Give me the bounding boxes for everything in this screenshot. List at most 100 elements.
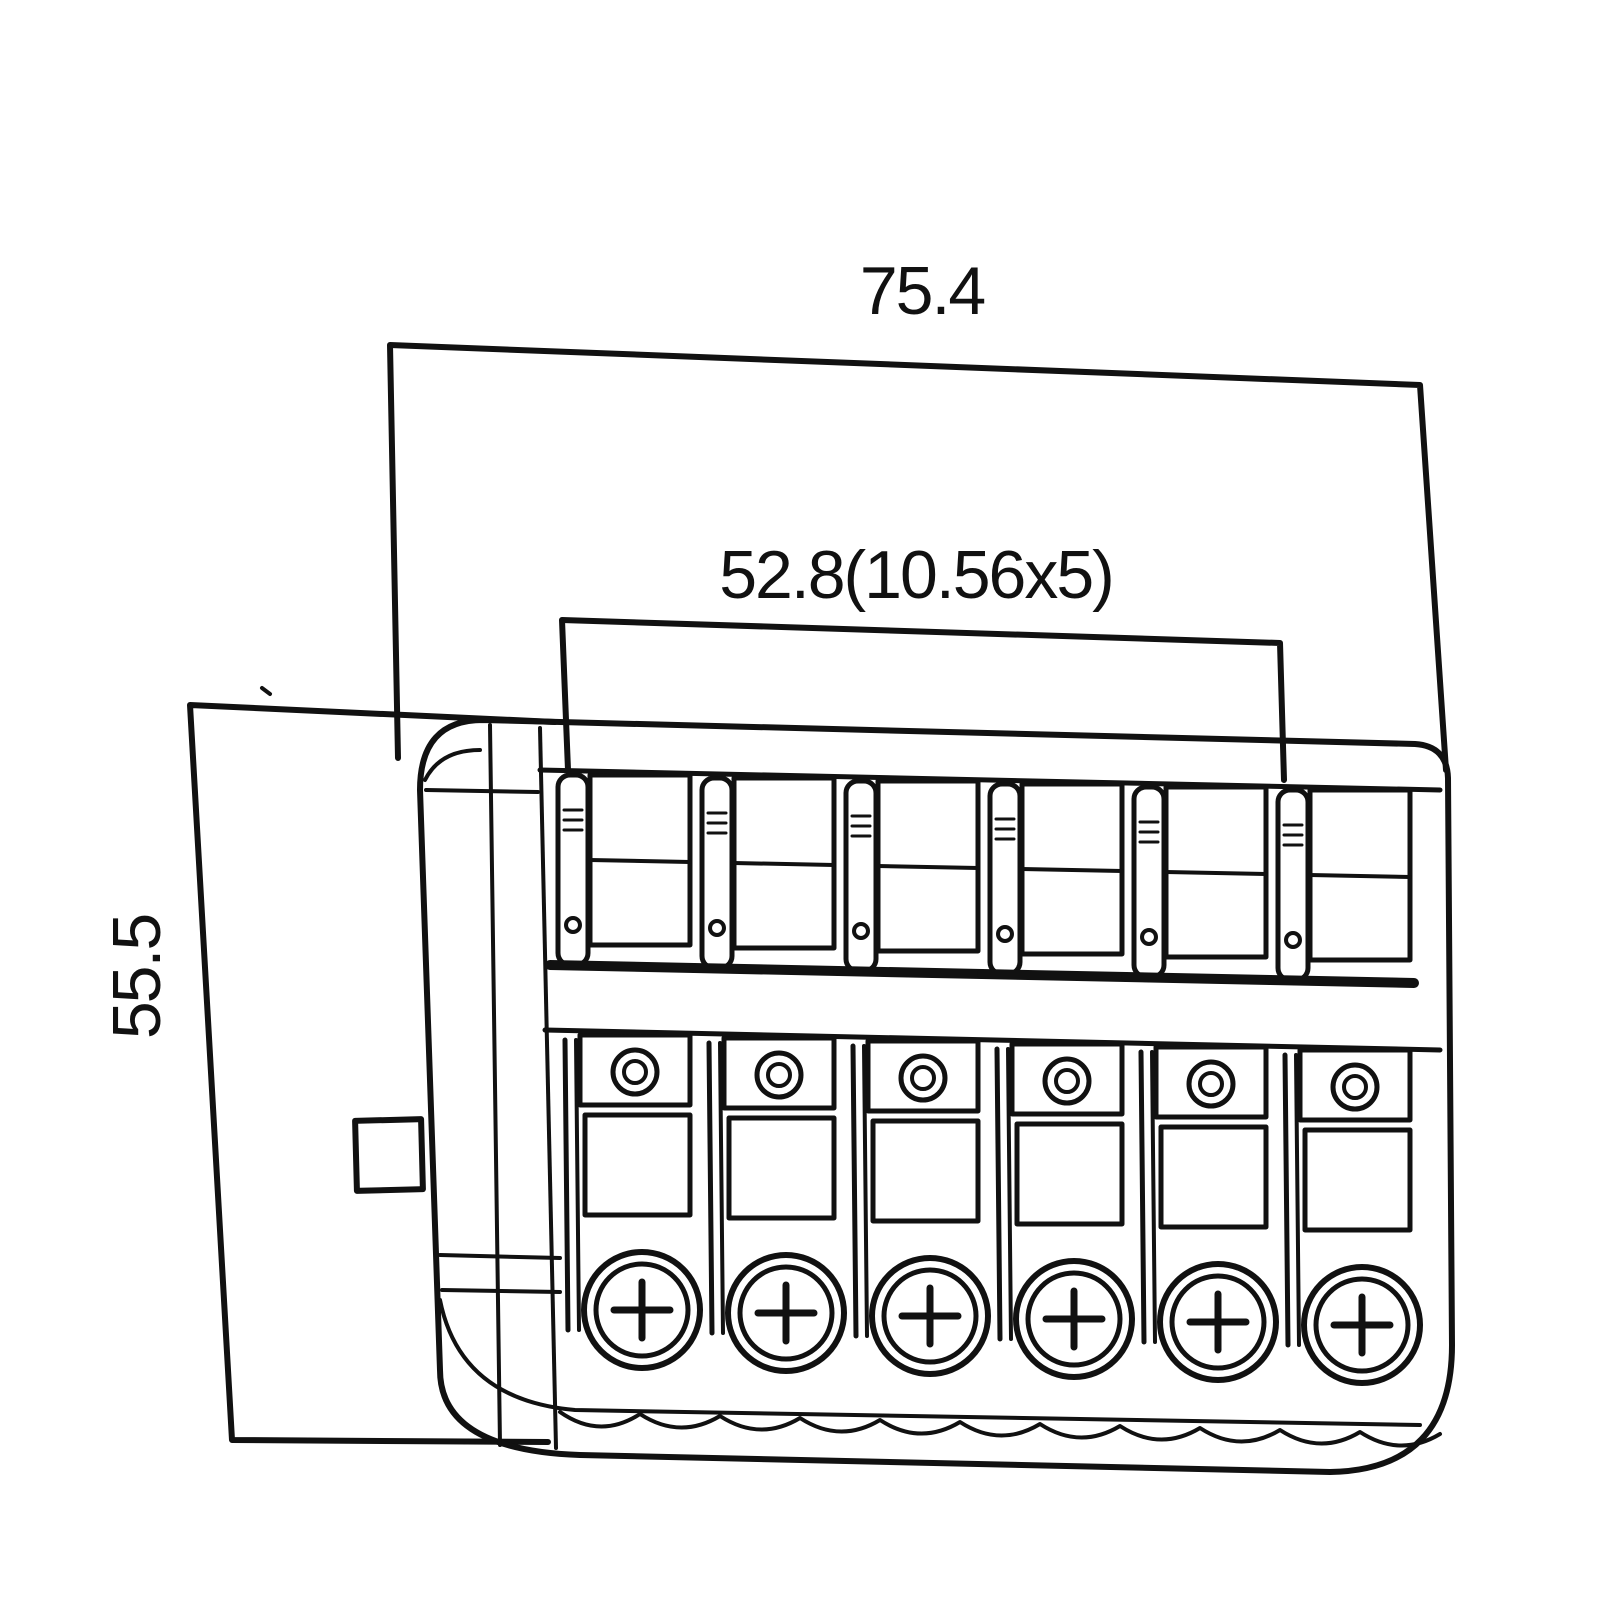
body-line-5 bbox=[440, 1288, 562, 1294]
height-screw-outer bbox=[1042, 1056, 1092, 1106]
saddle-side-rail bbox=[562, 1037, 571, 1333]
intonation-screw-rim bbox=[1025, 1270, 1123, 1368]
height-screw-outer bbox=[1186, 1059, 1236, 1109]
height-screw-inner bbox=[910, 1065, 936, 1091]
intonation-screw-rim bbox=[737, 1264, 835, 1362]
saddle-band bbox=[689, 963, 843, 976]
height-screw-inner bbox=[766, 1062, 792, 1088]
height-screw-inner bbox=[1054, 1068, 1080, 1094]
saddle-side-rail-2 bbox=[718, 1041, 725, 1335]
string-slot bbox=[987, 781, 1023, 977]
slot-hole bbox=[564, 916, 582, 934]
saddle bbox=[1121, 784, 1279, 1383]
string-slot bbox=[843, 778, 879, 974]
intonation-screw-cross bbox=[754, 1281, 818, 1345]
height-screw-outer bbox=[754, 1050, 804, 1100]
slot-hole bbox=[996, 925, 1014, 943]
height-screw-outer bbox=[1330, 1062, 1380, 1112]
saddle-lower-block bbox=[870, 1118, 981, 1224]
saddle-lower-block bbox=[1158, 1124, 1269, 1230]
length-dimension: 55.5 bbox=[99, 702, 558, 1445]
height-screw-inner bbox=[1342, 1074, 1368, 1100]
string-slot bbox=[699, 775, 735, 971]
height-screw-inner bbox=[622, 1059, 648, 1085]
bridge-body bbox=[352, 717, 1455, 1475]
width-dimension: 75.4 bbox=[387, 253, 1449, 773]
saddle-lower-block bbox=[1302, 1127, 1413, 1233]
body-line-4 bbox=[438, 1253, 562, 1260]
saddle-lower-block bbox=[1014, 1121, 1125, 1227]
saddle-side-rail-2 bbox=[574, 1038, 581, 1332]
bridge-plate-inner-edge bbox=[423, 748, 1422, 1427]
saddle-side-rail-2 bbox=[1150, 1050, 1157, 1344]
saddle-top-divider bbox=[732, 861, 836, 867]
intonation-screw-cross bbox=[1330, 1293, 1394, 1357]
height-screw-outer bbox=[610, 1047, 660, 1097]
intonation-screw-head bbox=[1301, 1264, 1423, 1386]
height-screw-outer bbox=[898, 1053, 948, 1103]
intonation-screw-head bbox=[869, 1255, 991, 1377]
width-dimension-label: 75.4 bbox=[860, 253, 985, 329]
bridge-plate-outline bbox=[417, 717, 1455, 1475]
string-spacing-dimension: 52.8(10.56x5) bbox=[559, 537, 1287, 783]
saddle-lower-block bbox=[582, 1112, 693, 1218]
intonation-screw-rim bbox=[1313, 1276, 1411, 1374]
saddle-top-divider bbox=[1164, 870, 1268, 876]
bridge-front-scallop bbox=[558, 1410, 1442, 1448]
intonation-screw-cross bbox=[1042, 1287, 1106, 1351]
saddle bbox=[545, 772, 703, 1371]
saddle-band bbox=[833, 966, 987, 979]
saddle-side-rail bbox=[994, 1046, 1003, 1342]
length-dimension-line bbox=[187, 702, 558, 1445]
saddle bbox=[689, 775, 847, 1374]
saddle-mid-line bbox=[542, 1027, 1443, 1053]
intonation-screw-head bbox=[581, 1249, 703, 1371]
saddle-band bbox=[1265, 975, 1419, 988]
saddle-group bbox=[537, 767, 1443, 1386]
saddle-mid-block bbox=[721, 1035, 837, 1111]
width-dimension-line bbox=[387, 342, 1449, 773]
stray-mark bbox=[260, 686, 272, 696]
slot-hole bbox=[852, 922, 870, 940]
side-screw-tab bbox=[352, 1116, 426, 1194]
intonation-screw-rim bbox=[1169, 1273, 1267, 1371]
saddle-side-rail-2 bbox=[1294, 1053, 1301, 1347]
saddle-top-divider bbox=[876, 864, 980, 870]
saddle-mid-block bbox=[865, 1038, 981, 1114]
slot-hole bbox=[1284, 931, 1302, 949]
intonation-screw-cross bbox=[898, 1284, 962, 1348]
slot-hole bbox=[1140, 928, 1158, 946]
saddle-lower-block bbox=[726, 1115, 837, 1221]
saddle bbox=[833, 778, 991, 1377]
intonation-screw-cross bbox=[610, 1278, 674, 1342]
string-spacing-label: 52.8(10.56x5) bbox=[719, 537, 1113, 613]
slot-hole bbox=[708, 919, 726, 937]
length-dimension-label: 55.5 bbox=[99, 915, 175, 1039]
saddle-band bbox=[1121, 972, 1275, 985]
intonation-screw-head bbox=[725, 1252, 847, 1374]
saddle-side-rail bbox=[1138, 1049, 1147, 1345]
saddle-side-rail-2 bbox=[1006, 1047, 1013, 1341]
intonation-screw-head bbox=[1157, 1261, 1279, 1383]
saddle-side-rail bbox=[1282, 1052, 1291, 1348]
saddle-band bbox=[977, 969, 1131, 982]
intonation-screw-rim bbox=[881, 1267, 979, 1365]
string-slot bbox=[555, 772, 591, 968]
saddle-band bbox=[545, 960, 699, 973]
saddle-side-rail bbox=[850, 1043, 859, 1339]
intonation-screw-head bbox=[1013, 1258, 1135, 1380]
height-screw-inner bbox=[1198, 1071, 1224, 1097]
saddle bbox=[977, 781, 1135, 1380]
string-slot bbox=[1275, 787, 1311, 983]
saddle-side-rail-2 bbox=[862, 1044, 869, 1338]
body-line-1 bbox=[488, 723, 502, 1447]
body-line-3 bbox=[424, 788, 540, 794]
string-spacing-line bbox=[559, 617, 1287, 783]
body-line-2 bbox=[538, 726, 558, 1450]
saddle-top-line bbox=[537, 767, 1443, 793]
saddle-mid-block bbox=[577, 1032, 693, 1108]
intonation-screw-rim bbox=[593, 1261, 691, 1359]
saddle bbox=[1265, 787, 1423, 1386]
saddle-top-divider bbox=[588, 858, 692, 864]
